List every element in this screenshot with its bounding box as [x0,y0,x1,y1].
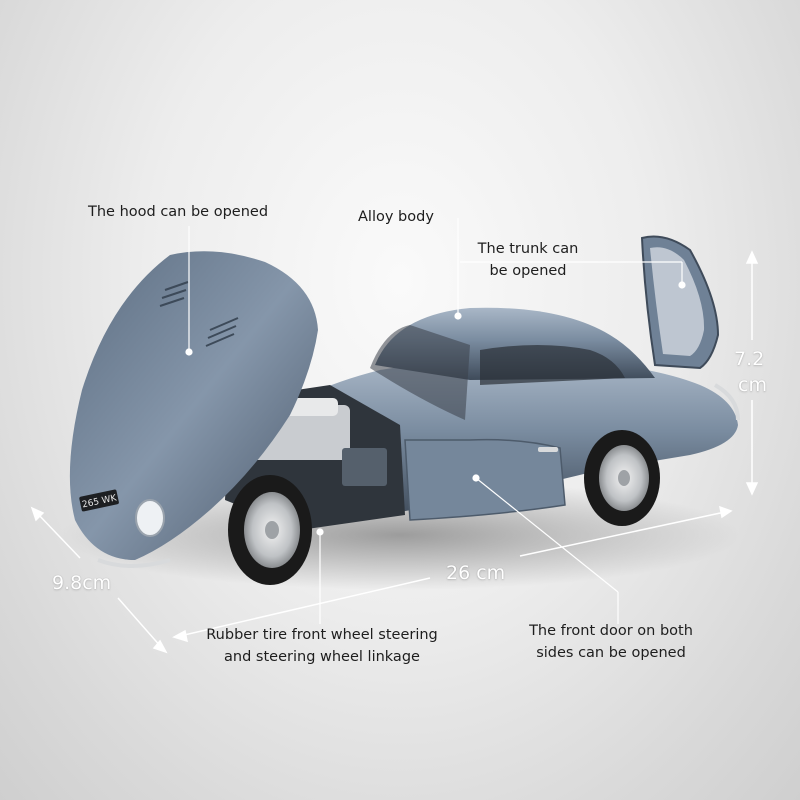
wheel-callout-line-1: Rubber tire front wheel steering [206,627,438,643]
height-dimension-value: 7.2 [734,348,765,370]
hood-vents [159,281,239,347]
dimension-lines [30,250,759,654]
wheel-callout-label: Rubber tire front wheel steering and ste… [202,624,442,668]
windshield [370,325,470,420]
front-bumper [97,558,171,568]
trunk-callout-label: The trunk can be opened [476,238,580,282]
car-hood [69,251,318,560]
width-dimension: 9.8cm [52,572,112,594]
door-handle [538,447,558,452]
callout-lines [185,218,686,624]
rear-wheel [584,430,660,526]
rear-bumper [713,383,740,421]
trunk-callout-line-2: be opened [489,263,567,279]
front-wheel [228,475,312,585]
height-dimension-unit: cm [738,374,767,396]
trunk-glass [650,247,705,356]
battery-box [342,448,387,486]
car-shadow [60,480,740,590]
door-callout-label: The front door on both sides can be open… [524,620,698,664]
length-dimension: 26 cm [446,562,506,584]
door-callout-line-1: The front door on both [529,623,693,639]
door-callout-line-2: sides can be opened [536,645,686,661]
trunk-callout-line-1: The trunk can [477,241,579,257]
front-door [404,438,566,521]
headlight [135,499,165,537]
hood-callout-label: The hood can be opened [88,204,269,220]
side-window [480,345,625,385]
wheel-callout-line-2: and steering wheel linkage [224,649,420,665]
body-callout-label: Alloy body [358,209,434,225]
